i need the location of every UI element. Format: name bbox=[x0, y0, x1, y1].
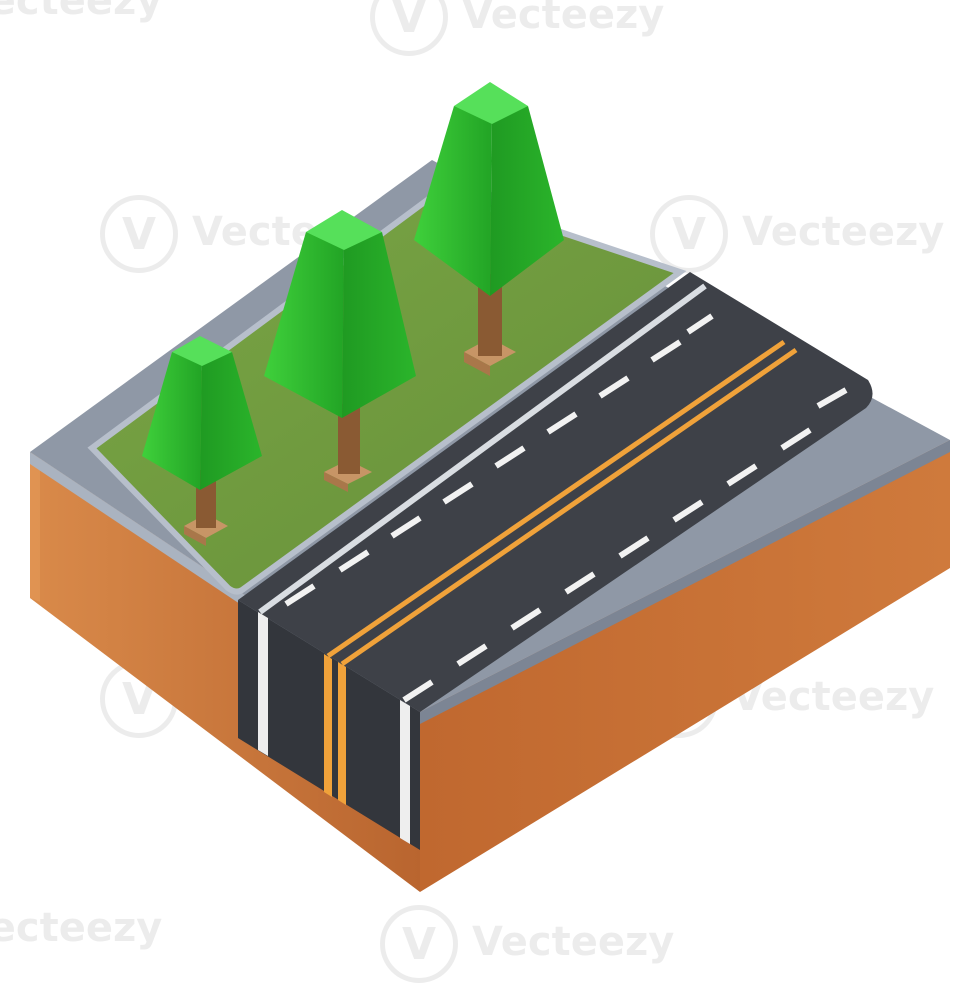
canopy-top bbox=[454, 82, 528, 124]
canopy-top bbox=[306, 210, 382, 250]
canopy-left bbox=[142, 352, 202, 490]
dirt-right-side bbox=[420, 440, 950, 892]
lane-dashes-lower bbox=[402, 387, 848, 703]
road-edge-line-top bbox=[258, 283, 707, 615]
tree-large bbox=[414, 82, 564, 376]
dirt-highlight-edge bbox=[30, 452, 40, 602]
center-line-orange-b bbox=[338, 662, 346, 805]
trunk-base-side bbox=[184, 526, 206, 546]
center-line-orange-top-b bbox=[340, 347, 798, 667]
canopy-top bbox=[172, 336, 232, 366]
tree-small bbox=[142, 336, 262, 546]
curb-front-right-edge bbox=[420, 440, 950, 724]
center-line-orange-top-a bbox=[326, 339, 786, 659]
lane-dashes-upper bbox=[284, 313, 714, 607]
trunk bbox=[338, 404, 360, 474]
edge-line-white-right bbox=[400, 700, 410, 844]
canopy-right bbox=[490, 106, 564, 296]
canopy-left bbox=[264, 232, 344, 418]
trunk-base-side bbox=[324, 472, 348, 492]
center-line-orange-a bbox=[324, 654, 332, 797]
road-surface bbox=[238, 272, 873, 712]
canopy-right bbox=[200, 352, 262, 490]
tree-medium bbox=[264, 210, 416, 492]
edge-line-white-left bbox=[258, 612, 268, 756]
trunk-base-side bbox=[464, 352, 490, 376]
canopy-right bbox=[342, 232, 416, 418]
canopy-left bbox=[414, 106, 492, 296]
